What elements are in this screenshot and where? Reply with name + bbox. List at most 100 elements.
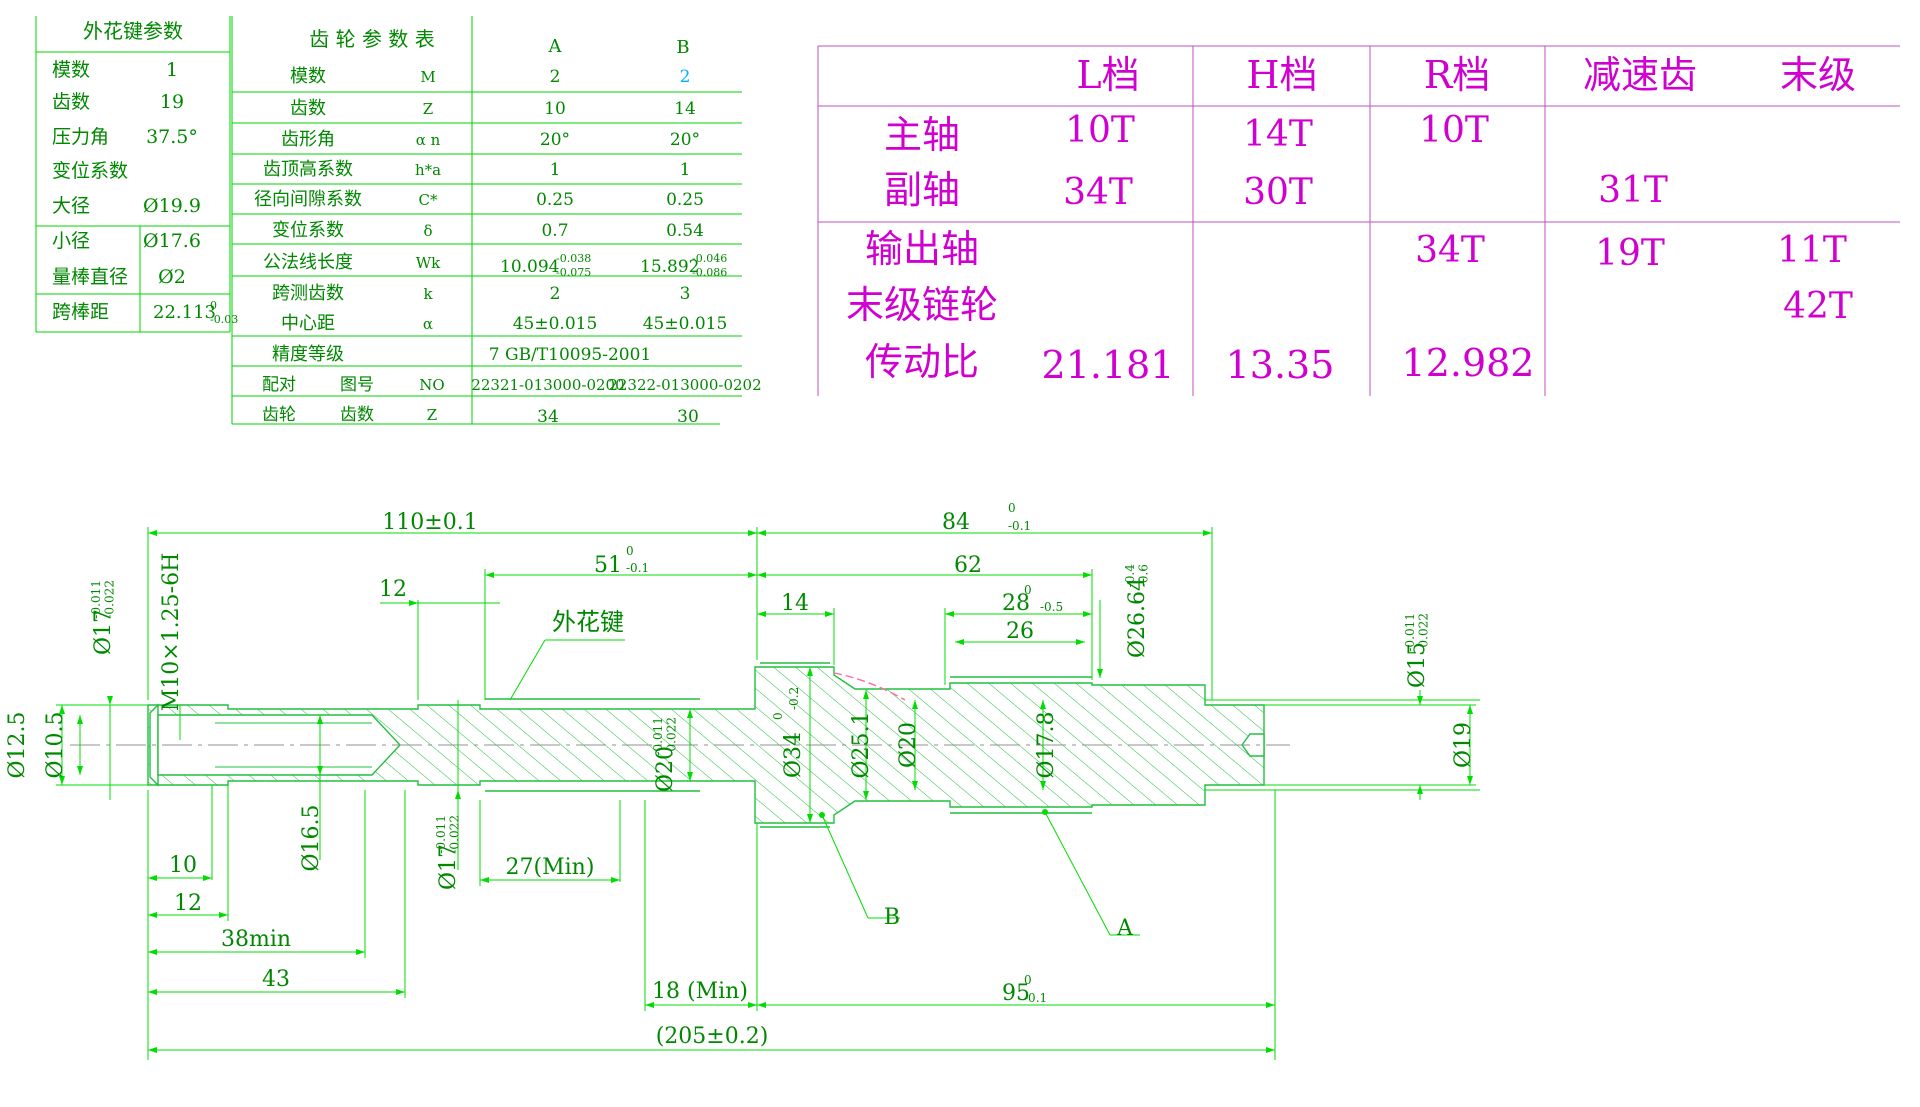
dim-d16-5: Ø16.5 (299, 804, 324, 871)
leader-dot-a (1042, 809, 1048, 815)
dim-10: 10 (169, 853, 197, 878)
dim-arrow (148, 949, 157, 955)
dim-arrow (409, 600, 418, 606)
dim-d17-left: Ø17-0.011-0.022 (89, 580, 116, 655)
dim-arrow (77, 766, 83, 775)
gear-row-label: 中心距 (281, 313, 335, 334)
ratio-header: 末级 (1780, 53, 1856, 97)
gear-row-a: 10.094 (500, 257, 559, 277)
dim-arrow (1266, 1047, 1275, 1053)
dim-14: 14 (781, 591, 809, 616)
tol-main: Ø17 (91, 609, 116, 655)
dim-arrow (203, 875, 212, 881)
output-reduction: 19T (1595, 233, 1665, 274)
dim-arrow (480, 877, 489, 883)
dim-d34: Ø34 (781, 732, 806, 778)
dim-28-sub: -0.5 (1040, 600, 1063, 614)
gear-row-a: 1 (550, 160, 561, 180)
dim-arrow (611, 877, 620, 883)
spline-row-value: Ø19.9 (143, 195, 201, 217)
gear-col-a: A (548, 36, 563, 57)
dim-95-sub: -0.1 (1024, 991, 1047, 1005)
dim-arrow (1040, 781, 1046, 790)
dim-arrow (59, 776, 65, 785)
output-final: 11T (1777, 230, 1847, 271)
dim-28-sup: 0 (1024, 583, 1032, 597)
dim-arrow (1467, 776, 1473, 785)
main-H: 14T (1243, 114, 1313, 155)
teeth-b: 30 (677, 407, 699, 427)
dim-d34-sup: 0 (771, 712, 785, 720)
spline-row-label: 大径 (52, 195, 90, 217)
dim-62: 62 (954, 553, 982, 578)
dim-arrow (1097, 669, 1103, 678)
dim-51-sup: 0 (626, 544, 634, 558)
dim-arrow (317, 715, 323, 724)
spline-row-label: 小径 (52, 230, 90, 252)
gear-table-title: 齿 轮 参 数 表 (309, 27, 434, 51)
dim-arrow (687, 709, 693, 718)
dim-12-top: 12 (379, 577, 407, 602)
spline-row-label: 齿数 (52, 91, 90, 113)
dim-205: (205±0.2) (656, 1024, 769, 1049)
dim-d10-5: Ø10.5 (43, 711, 68, 778)
gear-row-a: 0.25 (536, 190, 574, 210)
dim-arrow (645, 1002, 654, 1008)
label-b: B (884, 905, 900, 930)
dim-arrow (356, 949, 365, 955)
precision-label: 精度等级 (272, 344, 344, 365)
ratio-row-label: 副轴 (884, 168, 960, 212)
dim-arrow (757, 530, 766, 536)
dim-arrow (148, 875, 157, 881)
drawing-no-b: 22322-013000-0202 (608, 376, 761, 394)
ratio-row-label: 主轴 (884, 113, 960, 157)
ratio-row-label: 输出轴 (865, 227, 979, 271)
dim-arrow (748, 572, 757, 578)
ratio-row-label: 传动比 (865, 340, 979, 384)
spline-table (35, 16, 231, 333)
spline-row-value: 22.113 (153, 302, 216, 323)
gear-table (231, 16, 742, 425)
dim-arrow (945, 611, 954, 617)
dim-arrow (219, 912, 228, 918)
dim-84-sup: 0 (1008, 501, 1016, 515)
main-R: 10T (1419, 110, 1489, 151)
dim-d12-5: Ø12.5 (5, 711, 30, 778)
dim-arrow (757, 572, 766, 578)
gear-row-b: 0.25 (666, 190, 704, 210)
tol-lower: -0.022 (1416, 613, 1430, 652)
gear-row-a: 20° (540, 130, 570, 150)
dim-51-sub: -0.1 (626, 561, 649, 575)
dim-arrow (757, 1002, 766, 1008)
precision-value: 7 GB/T10095-2001 (489, 345, 651, 365)
dim-84-sub: -0.1 (1008, 519, 1031, 533)
final-sprocket: 42T (1783, 286, 1853, 327)
tol-lower: -0.022 (102, 580, 116, 619)
gear-col-b: B (676, 37, 689, 58)
ratio-L: 21.181 (1042, 343, 1175, 387)
dim-arrow (1040, 700, 1046, 709)
dim-arrow (748, 1002, 757, 1008)
teeth-symbol: Z (427, 406, 437, 424)
drawing-no-label: 图号 (340, 375, 374, 395)
dim-d15: Ø15-0.011-0.022 (1403, 613, 1430, 688)
dim-arrow (1266, 1002, 1275, 1008)
tol-upper: -0.011 (651, 717, 665, 756)
gear-row-b-low: -0.086 (692, 266, 727, 279)
dim-arrow (807, 814, 813, 823)
gear-row-symbol: k (423, 285, 433, 303)
tol-upper: -0.011 (434, 815, 448, 854)
gear-row-b: 3 (680, 284, 691, 304)
dim-arrow (1467, 705, 1473, 714)
ratio-H: 13.35 (1226, 343, 1335, 387)
tol-main: Ø20 (653, 746, 678, 792)
spline-row-label: 变位系数 (52, 160, 128, 182)
gear-row-a: 10 (544, 99, 566, 119)
dim-arrow (77, 715, 83, 724)
label-a: A (1116, 916, 1134, 941)
tol-main: Ø17 (436, 844, 461, 890)
gear-row-a: 2 (550, 284, 561, 304)
leader-dot-b (819, 812, 825, 818)
drawing-no-a: 22321-013000-0200 (471, 376, 624, 394)
